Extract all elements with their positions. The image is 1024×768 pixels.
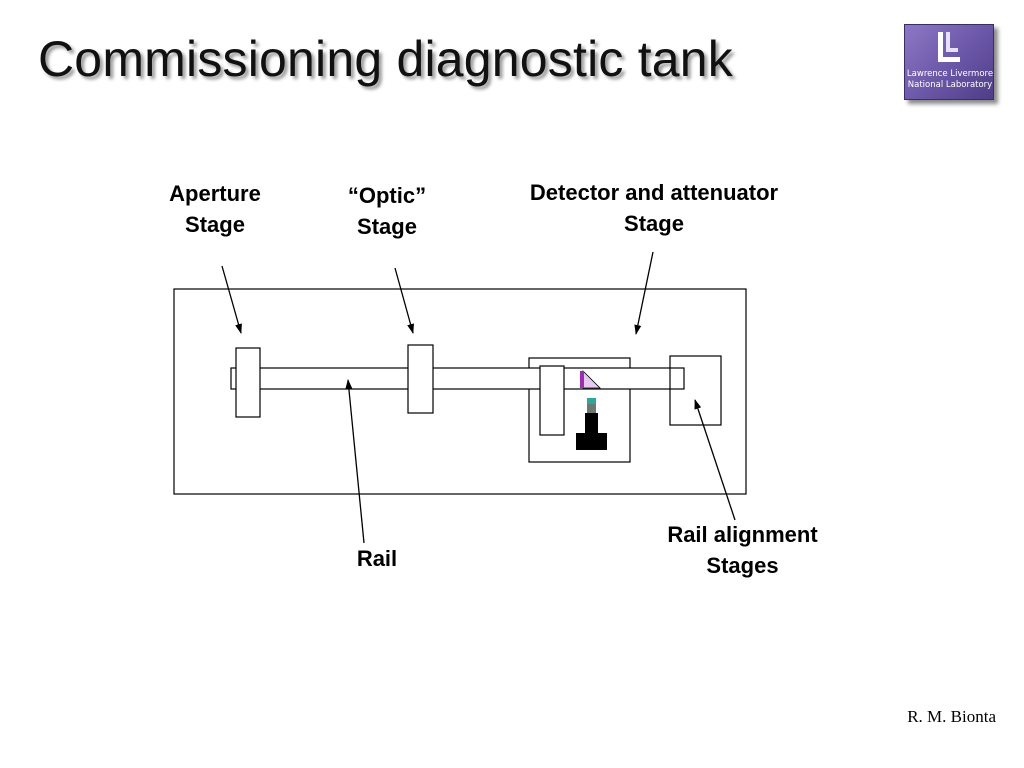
optic-stage-arrow — [394, 267, 414, 334]
llnl-logo: Lawrence Livermore National Laboratory — [904, 24, 994, 100]
detector-stage-label: Detector and attenuator Stage — [494, 177, 814, 239]
detector-stage-arrow — [634, 251, 654, 335]
rail-alignment-label-line1: Rail alignment — [667, 522, 818, 547]
aperture-stage-label-line1: Aperture — [169, 181, 261, 206]
llnl-logo-icon — [938, 32, 960, 62]
slide-title: Commissioning diagnostic tank — [38, 31, 734, 87]
optic-mirror — [580, 370, 601, 389]
rail-alignment-label: Rail alignment Stages — [640, 519, 845, 581]
rail — [230, 367, 685, 390]
detector-stage-label-line2: Stage — [624, 211, 684, 236]
aperture-stage-label: Aperture Stage — [145, 178, 285, 240]
aperture-stage-label-line2: Stage — [185, 212, 245, 237]
detector-stage-label-line1: Detector and attenuator — [529, 180, 779, 205]
attenuator-block — [539, 365, 565, 436]
logo-text-line2: National Laboratory — [907, 80, 993, 90]
logo-text-line1: Lawrence Livermore — [906, 69, 994, 79]
rail-alignment-label-line2: Stages — [706, 553, 779, 578]
rail-label-line1: Rail — [356, 546, 398, 571]
detector — [576, 398, 607, 450]
optic-stage-label-line1: “Optic” — [347, 183, 427, 208]
aperture-stage-arrow — [221, 265, 242, 334]
optic-stage-label-line2: Stage — [357, 214, 417, 239]
rail-label: Rail — [337, 543, 417, 574]
rail-alignment-stage — [669, 355, 722, 426]
optic-stage — [407, 344, 434, 414]
aperture-stage — [235, 347, 261, 418]
rail-alignment-arrow — [694, 399, 736, 521]
author-credit: R. M. Bionta — [907, 707, 996, 726]
tank-outline — [173, 288, 747, 495]
rail-arrow — [345, 379, 365, 544]
optic-stage-label: “Optic” Stage — [327, 180, 447, 242]
